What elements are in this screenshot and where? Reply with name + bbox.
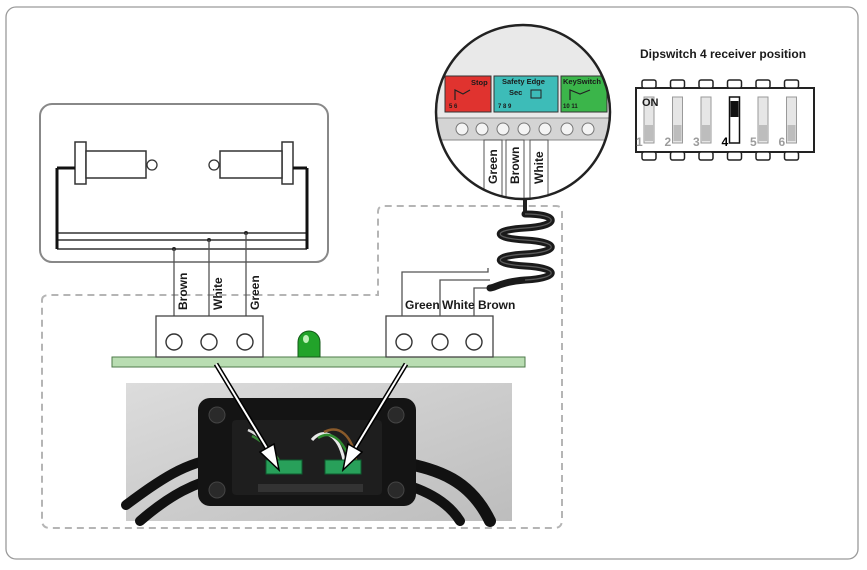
- stop-label: Stop: [471, 78, 488, 87]
- right-wires: [401, 268, 492, 316]
- dipswitch-knob-5: [759, 125, 767, 141]
- dipswitch-toggle-6[interactable]: [786, 96, 797, 144]
- terminal-magnifier: [434, 23, 612, 201]
- left-wire-label-brown: Brown: [176, 273, 190, 310]
- dipswitch-pin-top: [755, 79, 771, 89]
- dipswitch-pin-bottom: [726, 151, 743, 161]
- keyswitch-label: KeySwitch: [563, 77, 601, 86]
- dipswitch-pin-top: [669, 79, 686, 89]
- dipswitch-block: [635, 79, 815, 161]
- stop-module: [444, 75, 492, 113]
- dipswitch-pin-bottom: [783, 151, 800, 161]
- mag-wire-label-white: White: [532, 151, 546, 184]
- dipswitch-number-4: 4: [722, 135, 729, 149]
- dipswitch-pin-bottom: [641, 151, 657, 161]
- receiver-photo: [121, 383, 512, 527]
- right-wire-label-white: White: [442, 298, 475, 312]
- stop-terminals: 5 6: [449, 104, 458, 110]
- dipswitch-knob-6: [787, 125, 796, 141]
- right-wire-label-brown: Brown: [478, 298, 515, 312]
- right-terminal-block: [385, 315, 494, 358]
- keyswitch-module: [560, 75, 608, 113]
- keyswitch-terminals: 10 11: [563, 104, 578, 110]
- dipswitch-number-2: 2: [665, 135, 672, 149]
- dipswitch-toggle-2[interactable]: [672, 96, 683, 144]
- status-led: [297, 330, 321, 358]
- mag-wire-label-green: Green: [486, 149, 500, 184]
- dipswitch-number-6: 6: [779, 135, 786, 149]
- dipswitch-toggle-5[interactable]: [757, 96, 769, 144]
- dipswitch-title: Dipswitch 4 receiver position: [640, 47, 806, 61]
- pcb-board: [111, 356, 526, 368]
- dipswitch-toggle-3[interactable]: [700, 96, 712, 144]
- dipswitch-on-label: ON: [642, 97, 659, 109]
- keyswitch-relay-icon: [569, 89, 591, 100]
- safety-edge-box: [39, 103, 329, 263]
- dipswitch-number-1: 1: [636, 135, 643, 149]
- right-arrow-head: [341, 442, 364, 473]
- left-arrow-head: [258, 442, 281, 473]
- dipswitch-number-3: 3: [693, 135, 700, 149]
- left-terminal-block: [155, 315, 264, 358]
- pointer-arrows: [213, 362, 409, 473]
- safety-edge-sec-label: Sec: [509, 88, 522, 97]
- stop-relay-icon: [454, 89, 471, 100]
- dipswitch-pin-top: [783, 79, 800, 89]
- safety-edge-label: Safety Edge: [502, 77, 545, 86]
- dipswitch-pin-bottom: [669, 151, 686, 161]
- dipswitch-toggle-1[interactable]: [643, 96, 655, 144]
- dipswitch-knob-3: [702, 125, 710, 141]
- dipswitch-pin-top: [726, 79, 743, 89]
- right-wire-label-green: Green: [405, 298, 440, 312]
- dipswitch-pin-top: [641, 79, 657, 89]
- dipswitch-toggle-4[interactable]: [728, 96, 741, 144]
- dipswitch-pin-bottom: [755, 151, 771, 161]
- safety-edge-module: [493, 75, 559, 113]
- safety-edge-resistor-icon: [530, 89, 542, 99]
- left-wire-label-green: Green: [248, 275, 262, 310]
- mag-wire-label-brown: Brown: [508, 147, 522, 184]
- safety-edge-terminals: 7 8 9: [498, 104, 512, 110]
- dipswitch-knob-4: [730, 101, 739, 117]
- dipswitch-pin-top: [698, 79, 714, 89]
- dipswitch-number-5: 5: [750, 135, 757, 149]
- dipswitch-knob-1: [645, 125, 653, 141]
- dipswitch-pin-bottom: [698, 151, 714, 161]
- dipswitch-knob-2: [673, 125, 682, 141]
- left-wires: [173, 233, 247, 316]
- left-wire-label-white: White: [211, 277, 225, 310]
